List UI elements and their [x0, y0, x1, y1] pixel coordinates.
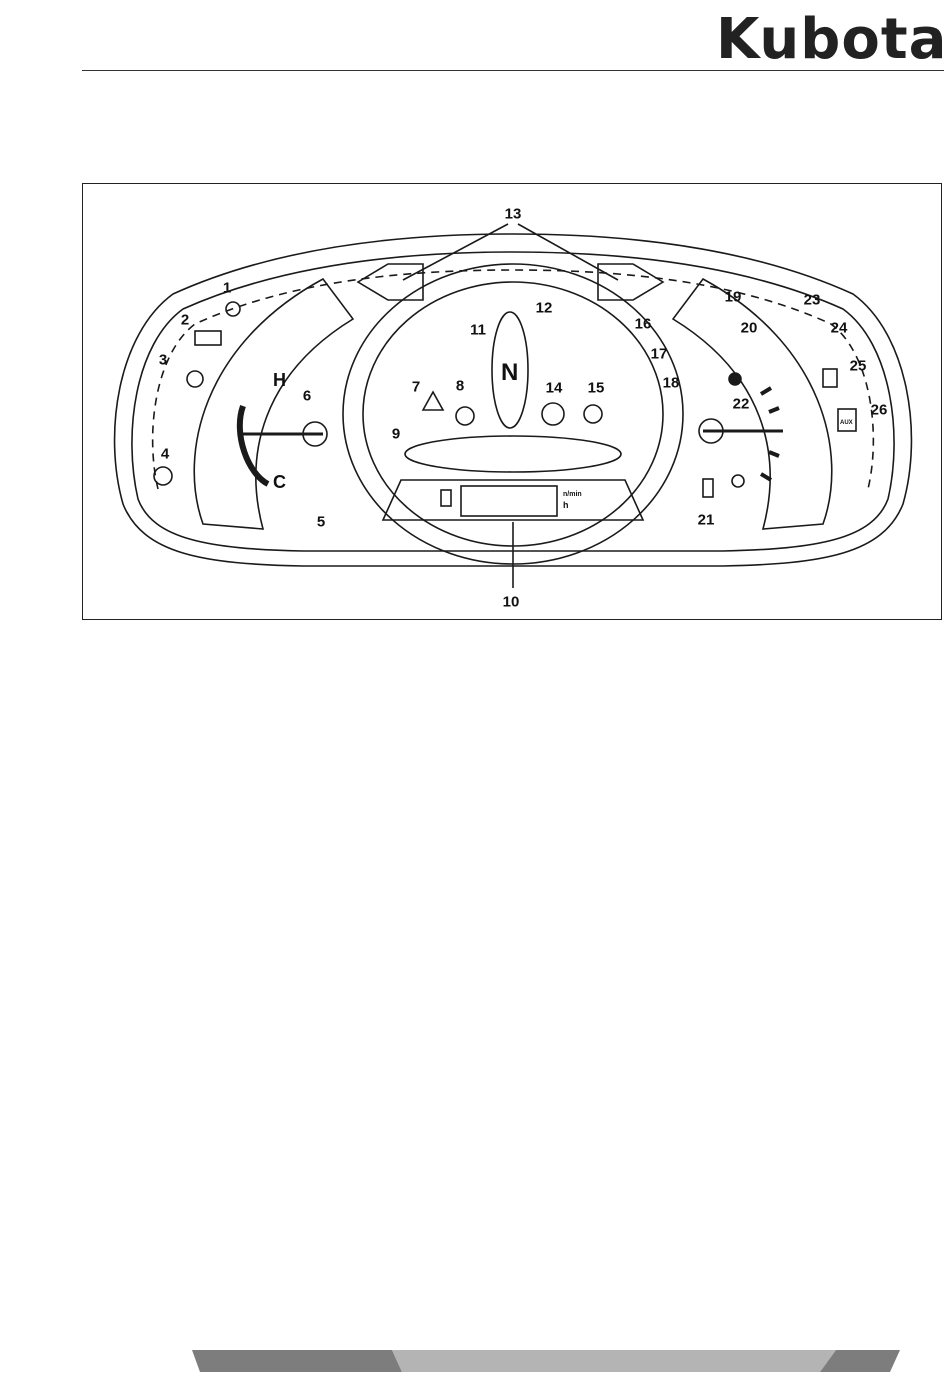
lcd-window: [461, 486, 557, 516]
fuel-tick: [769, 408, 779, 412]
instrument-panel-drawing: H C N n/min h AUX: [83, 184, 943, 621]
center-dial-inner: [363, 282, 663, 546]
callout-18: 18: [663, 375, 680, 392]
callout-1: 1: [223, 280, 231, 297]
left-turn-arrow-outline: [358, 264, 423, 300]
instrument-panel-figure: H C N n/min h AUX 1 2 3 4 5 6 7 8 9 10 1…: [82, 183, 942, 620]
callout-20: 20: [741, 320, 758, 337]
callout-16: 16: [635, 316, 652, 333]
timer-warning-icon: [154, 467, 172, 485]
callout-3: 3: [159, 352, 167, 369]
engine-warning-icon: [456, 407, 474, 425]
callout-25: 25: [850, 358, 867, 375]
hour-unit-label: h: [563, 500, 569, 510]
gear-digit-box: [441, 490, 451, 506]
callout-9: 9: [392, 426, 400, 443]
hot-label: H: [273, 370, 286, 390]
center-dial-outer: [343, 264, 683, 564]
callout-6: 6: [303, 388, 311, 405]
callout-22: 22: [733, 396, 750, 413]
callout-17: 17: [651, 346, 668, 363]
kubota-logo: Kubota: [716, 14, 942, 66]
master-warning-icon: [423, 392, 443, 410]
callout-12: 12: [536, 300, 553, 317]
footer-light-middle: [392, 1350, 836, 1372]
filter-icon: [823, 369, 837, 387]
callout-2: 2: [181, 312, 189, 329]
callout-11: 11: [470, 322, 486, 339]
callout-14: 14: [546, 380, 563, 397]
gear-label: N: [501, 359, 518, 386]
temp-scale-arc: [240, 406, 268, 484]
regen-icon: [584, 405, 602, 423]
callout-26: 26: [871, 402, 888, 419]
right-gauge-bezel: [673, 279, 832, 529]
callout-7: 7: [412, 379, 420, 396]
cold-label: C: [273, 472, 286, 492]
callout-10: 10: [503, 594, 520, 611]
parking-brake-icon: [542, 403, 564, 425]
callout-4: 4: [161, 446, 169, 463]
header-rule: [82, 70, 944, 71]
panel-inner-outline: [132, 252, 894, 551]
callout-23: 23: [804, 292, 821, 309]
fuel-pump-icon: [703, 479, 713, 497]
callout-19: 19: [725, 289, 742, 306]
callout-24: 24: [831, 320, 848, 337]
callout-8: 8: [456, 378, 464, 395]
callout-5: 5: [317, 514, 325, 531]
fuel-tick: [761, 388, 771, 394]
right-turn-arrow-outline: [598, 264, 663, 300]
speed-mode-oval: [405, 436, 621, 472]
footer-decoration: [0, 1348, 950, 1374]
battery-icon: [195, 331, 221, 345]
callout-13: 13: [505, 206, 522, 223]
fuel-tick: [769, 452, 779, 456]
low-fuel-empty-icon: [732, 475, 744, 487]
hazard-low-fuel-icon: [729, 373, 741, 385]
footer-dark-left: [192, 1350, 402, 1372]
callout-15: 15: [588, 380, 605, 397]
callout-21: 21: [698, 512, 715, 529]
oil-pressure-icon: [187, 371, 203, 387]
rpm-unit-label: n/min: [563, 491, 582, 498]
aux-label: AUX: [840, 420, 853, 426]
